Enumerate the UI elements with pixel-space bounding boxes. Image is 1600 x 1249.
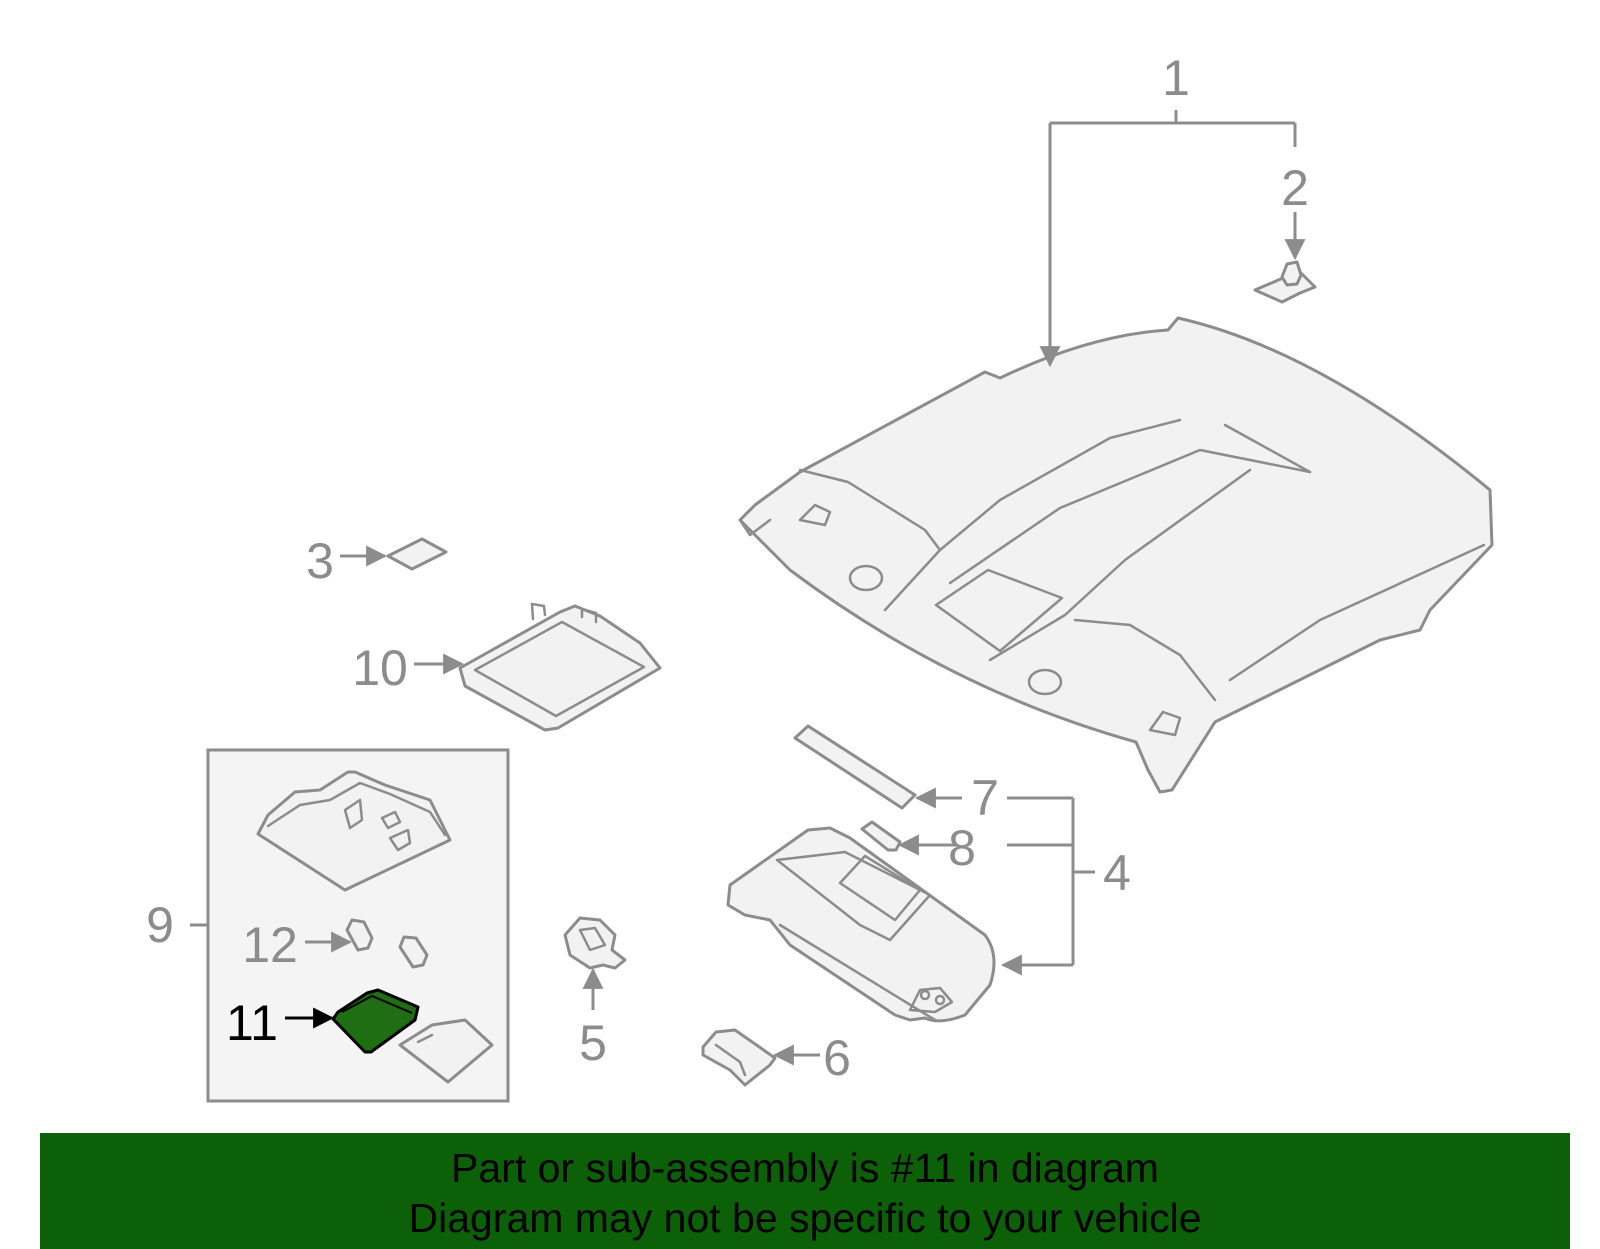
headliner-part-1: [738, 316, 1494, 794]
callout-6: 6: [823, 1030, 851, 1086]
leader-lines: [190, 110, 1306, 1066]
callout-3: 3: [306, 533, 334, 589]
callout-2: 2: [1281, 160, 1309, 216]
clip-part-2: [1253, 260, 1317, 304]
strip-part-7: [793, 724, 917, 810]
callout-12: 12: [242, 917, 298, 973]
hook-part-5: [563, 916, 627, 970]
banner-disclaimer: Diagram may not be specific to your vehi…: [408, 1195, 1202, 1241]
lamp-frame-part-10: [458, 602, 662, 732]
callout-1: 1: [1162, 50, 1190, 106]
info-banner: Part or sub-assembly is #11 in diagram D…: [40, 1133, 1570, 1249]
sun-visor-part-4: [726, 826, 996, 1023]
banner-part-notice: Part or sub-assembly is #11 in diagram: [451, 1145, 1159, 1191]
callout-11: 11: [226, 995, 278, 1051]
cover-part-6: [701, 1028, 777, 1087]
callout-7: 7: [971, 770, 999, 826]
pad-part-3: [386, 537, 448, 571]
lens-part-11: [331, 988, 420, 1054]
pin-part-8: [860, 820, 902, 852]
callout-4: 4: [1103, 845, 1131, 901]
callout-10: 10: [352, 640, 408, 696]
callout-5: 5: [579, 1015, 607, 1071]
callout-9: 9: [146, 897, 174, 953]
callout-8: 8: [948, 820, 976, 876]
